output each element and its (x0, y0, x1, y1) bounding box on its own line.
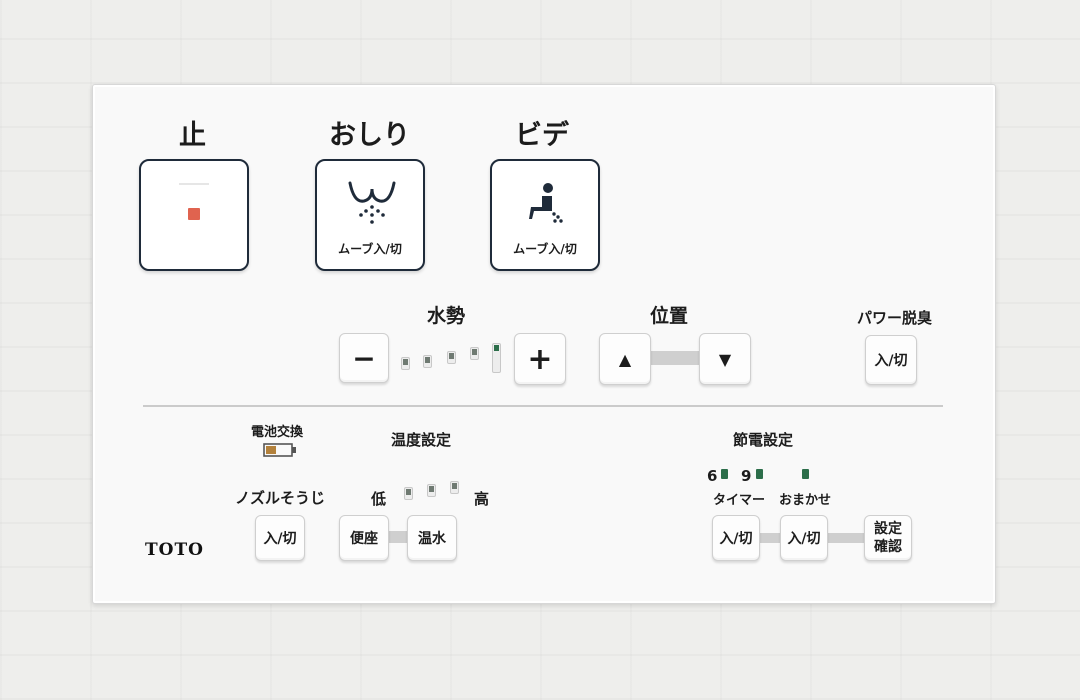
battery-icon (263, 443, 296, 457)
stop-indicator-icon (188, 208, 200, 220)
timer-6-led (721, 469, 728, 479)
temperature-level-3 (450, 481, 459, 494)
section-divider (143, 405, 943, 407)
position-label: 位置 (650, 305, 689, 327)
bidet-button[interactable]: ムーブ入/切 (490, 159, 600, 271)
temperature-level-2 (427, 484, 436, 497)
rear-wash-icon (348, 181, 396, 224)
oshiri-button[interactable]: ムーブ入/切 (315, 159, 425, 271)
pressure-level-1 (401, 357, 410, 370)
oshiri-sub-label: ムーブ入/切 (338, 242, 402, 256)
setting-confirm-button[interactable]: 設定 確認 (864, 515, 912, 561)
timer-9-led (756, 469, 763, 479)
timer-9-label: 9 (741, 467, 752, 485)
temperature-setting-label: 温度設定 (391, 431, 452, 449)
toilet-control-panel: 止 おしり ムーブ入/切 ビデ ムーブ入/切 水勢 − + (92, 84, 996, 604)
pressure-level-2 (423, 355, 432, 368)
water-temperature-button[interactable]: 温水 (407, 515, 457, 561)
temperature-high-label: 高 (474, 490, 490, 508)
water-pressure-minus-button[interactable]: − (339, 333, 389, 383)
timer-6-label: 6 (707, 467, 718, 485)
position-forward-button[interactable]: ▲ (599, 333, 651, 385)
auto-label: おまかせ (779, 493, 832, 508)
pressure-level-4 (470, 347, 479, 360)
energy-saving-label: 節電設定 (733, 431, 794, 449)
temperature-low-label: 低 (371, 490, 387, 508)
stop-button[interactable] (139, 159, 249, 271)
seat-temperature-button[interactable]: 便座 (339, 515, 389, 561)
temperature-level-1 (404, 487, 413, 500)
brand-logo: TOTO (145, 540, 204, 560)
stop-label: 止 (179, 120, 206, 151)
timer-label: タイマー (713, 493, 766, 508)
bidet-wash-icon (529, 183, 563, 223)
nozzle-clean-button[interactable]: 入/切 (255, 515, 305, 561)
setting-confirm-line1: 設定 (874, 521, 902, 537)
water-pressure-label: 水勢 (427, 305, 466, 327)
stop-line-decoration (179, 183, 209, 185)
bidet-sub-label: ムーブ入/切 (513, 242, 577, 256)
pressure-level-3 (447, 351, 456, 364)
water-pressure-plus-button[interactable]: + (514, 333, 566, 385)
nozzle-clean-label: ノズルそうじ (235, 489, 326, 507)
setting-confirm-line2: 確認 (874, 539, 902, 555)
battery-replace-label: 電池交換 (251, 425, 304, 440)
position-connector-bar (649, 351, 703, 365)
power-deodorizer-label: パワー脱臭 (857, 309, 933, 327)
timer-toggle-button[interactable]: 入/切 (712, 515, 760, 561)
pressure-level-5 (492, 343, 501, 373)
bidet-label: ビデ (515, 120, 569, 151)
auto-led (802, 469, 809, 479)
power-deodorizer-button[interactable]: 入/切 (865, 335, 917, 385)
position-back-button[interactable]: ▼ (699, 333, 751, 385)
oshiri-label: おしり (329, 120, 410, 151)
auto-toggle-button[interactable]: 入/切 (780, 515, 828, 561)
